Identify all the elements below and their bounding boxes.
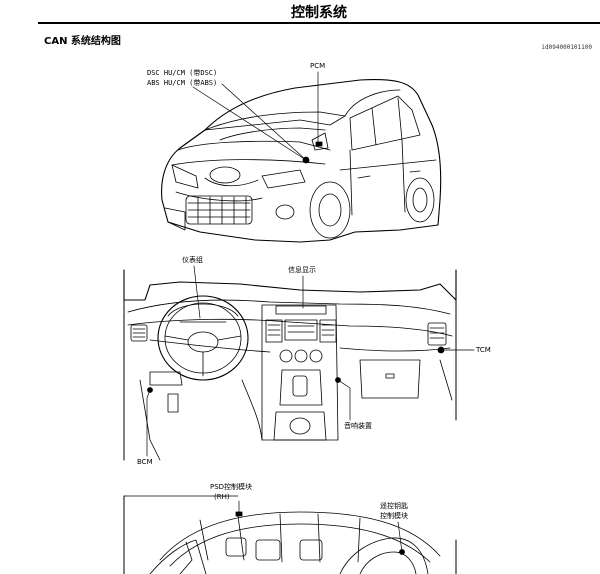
page-header: 控制系统 — [38, 0, 600, 24]
label-tcm: TCM — [476, 346, 491, 354]
vehicle-drawing — [161, 79, 442, 243]
label-info-display: 信息显示 — [288, 266, 316, 274]
label-keyless-module-2: 控制模块 — [380, 512, 408, 520]
dashboard-leader-lines — [146, 265, 475, 457]
section-title: CAN 系统结构图 — [44, 36, 121, 47]
label-instrument-cluster: 仪表组 — [182, 256, 203, 264]
label-bcm: BCM — [137, 458, 153, 466]
dashboard-drawing — [123, 269, 457, 461]
label-abs-hu-cm: ABS HU/CM (带ABS) — [147, 79, 218, 87]
label-psd-module-side: (RH) — [214, 493, 230, 501]
label-dsc-hu-cm: DSC HU/CM (带DSC) — [147, 69, 218, 77]
page-title: 控制系统 — [291, 5, 347, 21]
label-psd-module: PSD控制模块 — [210, 483, 253, 491]
cabin-drawing — [123, 495, 457, 574]
label-audio-unit: 音响装置 — [344, 422, 372, 430]
label-keyless-module: 遥控钥匙 — [380, 502, 408, 510]
figure-id: id094000101100 — [541, 44, 592, 51]
vehicle-leader-lines — [192, 71, 319, 161]
cabin-leader-lines — [238, 500, 403, 553]
label-pcm: PCM — [310, 62, 326, 70]
